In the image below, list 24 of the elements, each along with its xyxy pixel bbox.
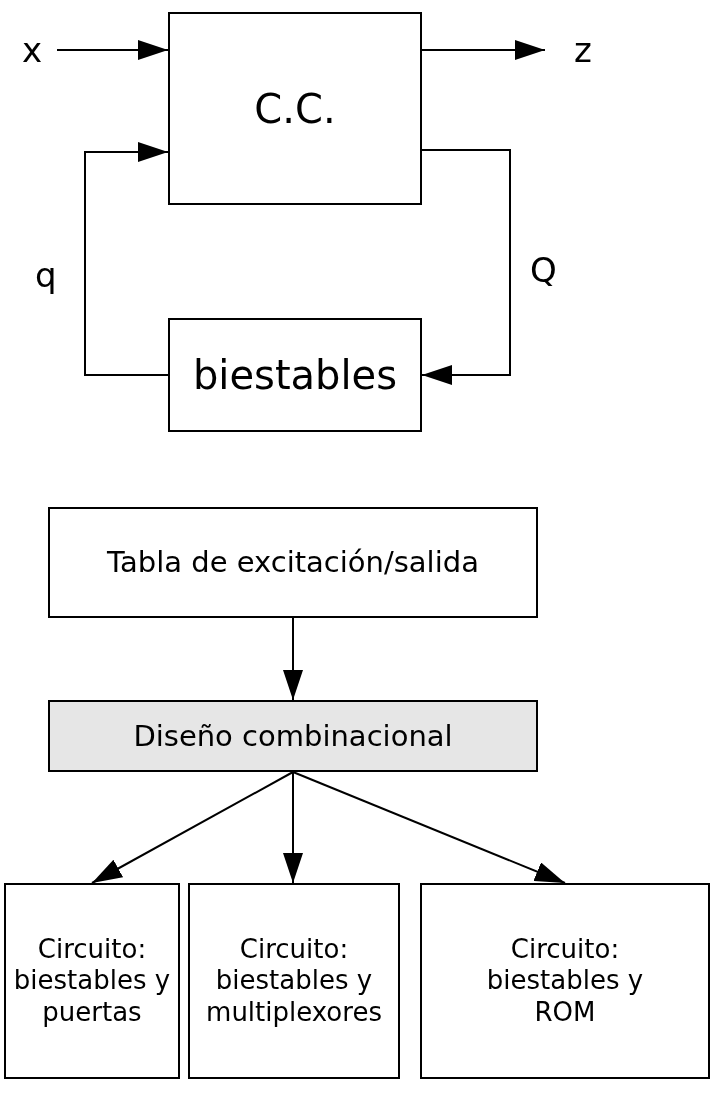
- arrow: [292, 771, 566, 885]
- block-box: [168, 12, 422, 205]
- arrow: [56, 40, 169, 60]
- block-box: [4, 883, 180, 1079]
- arrow: [91, 771, 294, 884]
- box-label: Tabla de excitación/salida: [106, 545, 480, 580]
- block-box: [48, 507, 538, 618]
- box-label: C.C.: [253, 84, 337, 133]
- box-label: Circuito: biestables y ROM: [485, 934, 645, 1028]
- block-box: [188, 883, 400, 1079]
- block-box: [420, 883, 710, 1079]
- signal-label: z: [565, 28, 601, 72]
- arrow: [84, 142, 169, 376]
- signal-label: x: [14, 28, 50, 72]
- block-box: [168, 318, 422, 432]
- box-label: Circuito: biestables y puertas: [12, 934, 172, 1028]
- arrow: [421, 149, 511, 385]
- box-label: Circuito: biestables y multiplexores: [205, 934, 383, 1028]
- arrow: [283, 771, 303, 884]
- box-label: biestables: [191, 351, 399, 399]
- box-label: Diseño combinacional: [132, 718, 454, 754]
- arrow: [283, 617, 303, 701]
- arrow: [421, 40, 546, 60]
- block-box: [48, 700, 538, 772]
